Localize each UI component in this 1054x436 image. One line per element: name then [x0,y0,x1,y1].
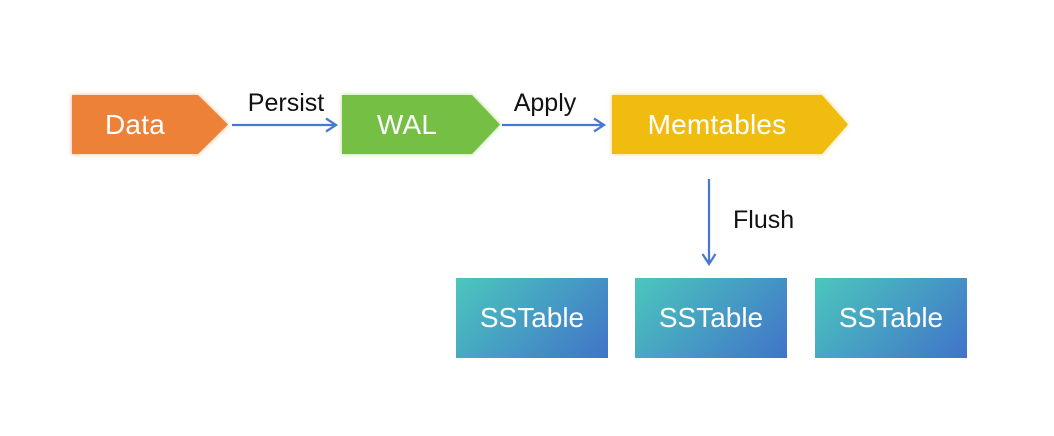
edge-label-persist: Persist [247,89,325,117]
persist-arrow-icon [232,117,339,133]
wal-chevron-shape: WAL [342,95,500,154]
node-sstable-2: SSTable [635,278,787,358]
node-wal: WAL [342,95,500,154]
apply-arrow-icon [502,117,607,133]
node-memtables: Memtables [612,95,848,154]
node-wal-label: WAL [376,108,438,140]
edge-label-flush: Flush [733,206,795,234]
flush-arrow-icon [701,179,717,267]
node-sstable-2-label: SSTable [658,302,764,333]
memtables-chevron-shape: Memtables [612,95,848,154]
node-sstable-3-label: SSTable [838,302,944,333]
data-chevron-shape: Data [72,95,228,154]
edge-label-apply: Apply [513,89,577,117]
node-data-label: Data [105,108,165,140]
node-memtables-label: Memtables [647,108,787,140]
node-sstable-1-label: SSTable [479,302,585,333]
node-sstable-3: SSTable [815,278,967,358]
node-data: Data [72,95,228,154]
node-sstable-1: SSTable [456,278,608,358]
